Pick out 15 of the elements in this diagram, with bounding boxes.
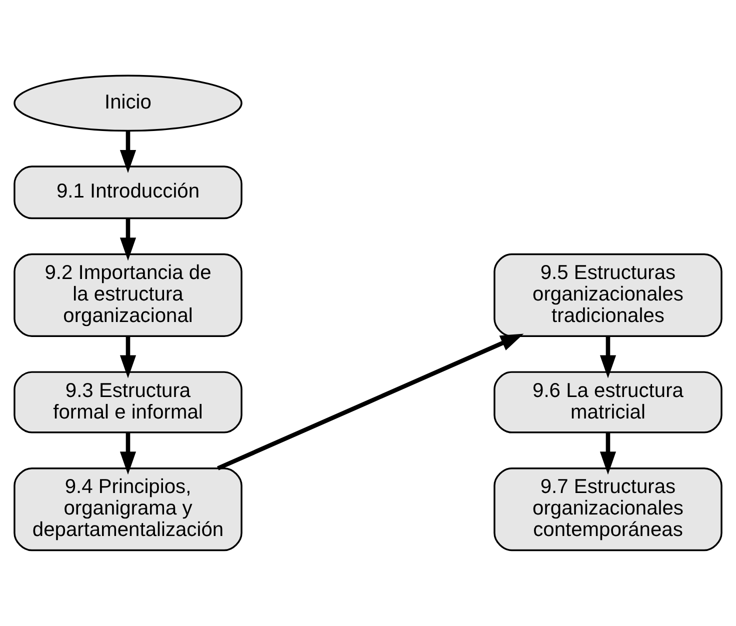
node-box: 9.2 Importancia de la estructura organizacional — [14, 253, 242, 337]
node-box: 9.7 Estructuras organizacionales contemporáneas — [494, 467, 722, 552]
arrow — [600, 336, 616, 378]
arrow — [120, 432, 136, 475]
arrow — [217, 334, 524, 470]
node-box: 9.3 Estructura formal e informal — [14, 371, 242, 434]
node-ellipse: Inicio — [14, 74, 242, 132]
node-box: 9.6 La estructura matricial — [494, 371, 722, 434]
node-box: 9.5 Estructuras organizacionales tradicionales — [494, 253, 722, 337]
arrow — [600, 432, 616, 475]
node-box: 9.4 Principios, organigrama y departamentalización — [14, 467, 242, 552]
arrow — [120, 336, 136, 378]
arrow — [120, 131, 136, 174]
node-box: 9.1 Introducción — [14, 166, 242, 220]
arrow — [120, 218, 136, 261]
